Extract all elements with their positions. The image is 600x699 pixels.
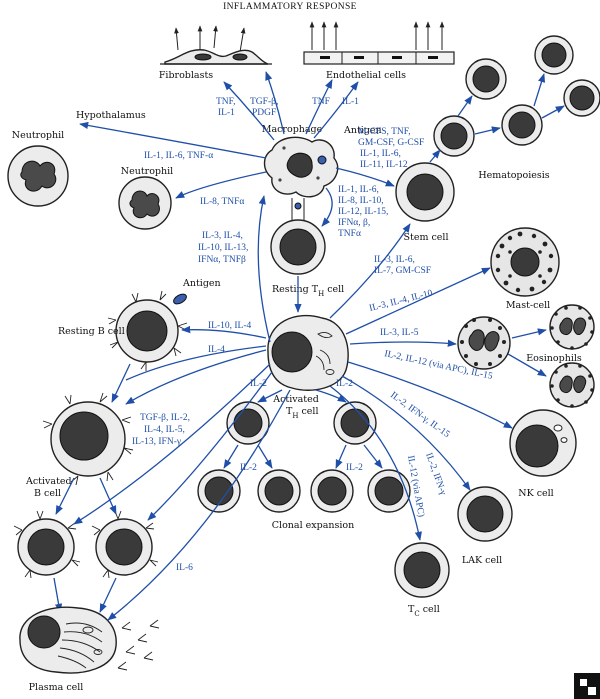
cytokine-resting-b: IL-10, IL-4 [208, 321, 252, 331]
stem-cell-label: Stem cell [404, 232, 449, 243]
eosinophil-cell-2 [549, 304, 595, 350]
activated-b-label-1: Activated [25, 476, 72, 487]
cytokine-il1-right: IL-1 [342, 97, 359, 107]
diagram-title: INFLAMMATORY RESPONSE [223, 2, 357, 12]
resting-th-label: Resting TH cell [272, 284, 344, 298]
mast-cell-label: Mast-cell [506, 300, 550, 311]
cytokine-arrows [73, 71, 513, 621]
neutrophil-cell-2 [118, 176, 172, 230]
mast-cell [490, 227, 560, 297]
neutrophil-cell-1 [7, 145, 69, 207]
activated-th-label-1: Activated [272, 394, 319, 405]
cytokine-tgf-pdgf: TGF-β,PDGF [250, 97, 278, 118]
cytokine-th-macrophage: IL-1, IL-6,IL-8, IL-10,IL-12, IL-15,IFNα… [338, 185, 388, 239]
lak-cell-label: LAK cell [462, 555, 502, 566]
endothelial-label: Endothelial cells [326, 70, 406, 81]
eosinophil-cell-3 [549, 362, 595, 408]
cytokine-clone2: IL-2 [346, 463, 363, 473]
cytokine-stem-th: IL-3, IL-6,IL-7, GM-CSF [374, 255, 431, 276]
hypothalamus-label: Hypothalamus [76, 110, 146, 121]
cytokine-activated-b: TGF-β, IL-2,IL-4, IL-5,IL-13, IFN-γ [132, 413, 190, 447]
activated-b-cell [42, 392, 134, 486]
endothelial-cells [303, 51, 455, 65]
resting-th-cell [270, 198, 326, 275]
clonal-cell-c [310, 469, 354, 513]
eosinophils-label: Eosinophils [526, 353, 582, 364]
stem-cell [395, 162, 455, 222]
hematopoiesis-cells [433, 35, 600, 157]
nk-cell-label: NK cell [518, 488, 553, 499]
resting-b-label: Resting B cell [58, 326, 125, 337]
macrophage-cell [263, 136, 339, 198]
fibroblasts-cell [160, 49, 272, 65]
cytokine-il4: IL-4 [208, 345, 225, 355]
hematopoiesis-label: Hematopoiesis [478, 170, 549, 181]
lak-cell [457, 486, 513, 542]
inflammatory-arrows [174, 21, 445, 53]
clonal-cell-th1 [226, 401, 270, 445]
plasma-cell [19, 606, 117, 674]
tc-cell [394, 542, 450, 598]
tc-cell-label: TC cell [408, 604, 440, 618]
cytokine-neutrophil: IL-8, TNFα [200, 197, 244, 207]
clonal-cell-d [367, 469, 411, 513]
antigen-top-label: Antigen [343, 125, 382, 136]
activated-th-label-2: TH cell [286, 406, 319, 420]
cytokine-tnf-mid: TNF [312, 97, 330, 107]
clonal-cell-b [257, 469, 301, 513]
cytokine-il2-left: IL-2 [250, 379, 267, 389]
cytokine-mast: IL-3, IL-4, IL-10 [368, 288, 434, 313]
antigen-b-label: Antigen [182, 278, 221, 289]
activated-b-label-2: B cell [34, 488, 61, 499]
clonal-expansion-label: Clonal expansion [272, 520, 354, 531]
neutrophil-label-2: Neutrophil [121, 166, 173, 177]
cytokine-clone1: IL-2 [240, 463, 257, 473]
cytokine-labels: TNF,IL-1 TGF-β,PDGF TNF IL-1 IL-1, IL-6,… [132, 97, 494, 573]
secreted-antibodies [117, 619, 160, 671]
neutrophil-label-1: Neutrophil [12, 130, 64, 141]
macrophage-label: Macrophage [262, 124, 323, 135]
cytokine-hypothalamus: IL-1, IL-6, TNF-α [144, 151, 213, 161]
cytokine-il2-right: IL-2 [336, 379, 353, 389]
cytokine-eosinophils: IL-3, IL-5 [380, 328, 419, 338]
plasma-cell-label: Plasma cell [29, 682, 84, 693]
corner-logo-icon [574, 673, 600, 699]
b-daughter-cell-2 [91, 510, 159, 579]
clonal-cell-a [197, 469, 241, 513]
activated-th-cell [267, 314, 349, 391]
hematopoiesis-arrows [457, 73, 565, 135]
cytokine-plasma: IL-6 [176, 563, 193, 573]
cytokine-tnf-il1-left: TNF,IL-1 [216, 97, 236, 118]
b-daughter-cell-1 [13, 510, 81, 579]
eosinophil-cell-1 [457, 316, 511, 370]
nk-cell [509, 409, 577, 477]
cytokine-th-left: IL-3, IL-4,IL-10, IL-13,IFNα, TNFβ [198, 231, 248, 265]
fibroblasts-label: Fibroblasts [159, 70, 213, 81]
resting-b-cell [107, 290, 188, 371]
